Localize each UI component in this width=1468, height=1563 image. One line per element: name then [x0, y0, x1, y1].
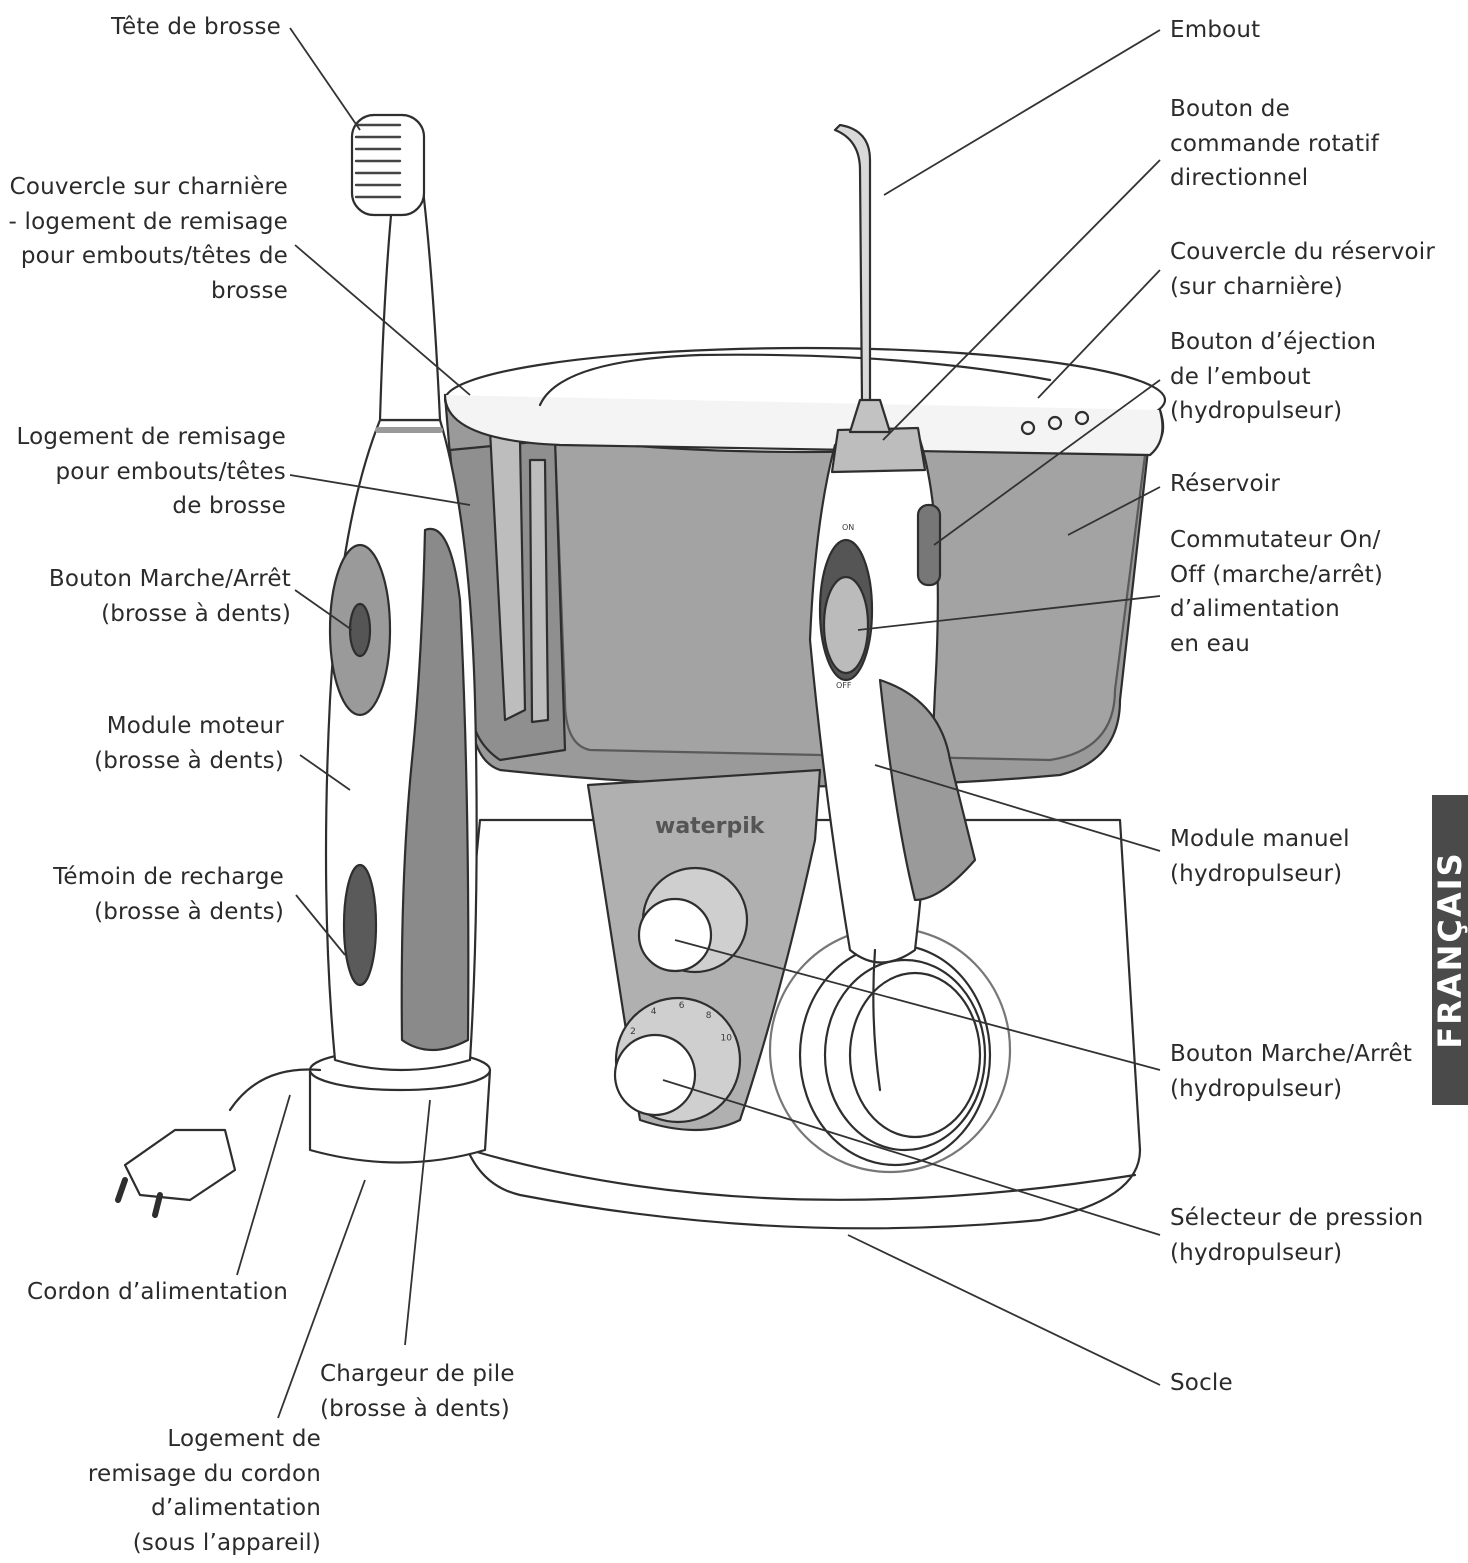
label-motor-module: Module moteur (brosse à dents) — [94, 713, 284, 774]
label-hinged-lid: Couvercle sur charnière - logement de re… — [8, 174, 288, 304]
leader-brush-on-off — [294, 589, 353, 631]
hose — [872, 948, 882, 1092]
base-front-edge — [468, 1148, 1137, 1201]
lid-rim — [443, 393, 1164, 457]
language-tab-label: FRANÇAIS — [1432, 851, 1468, 1049]
leader-motor-module — [299, 754, 351, 791]
label-cord-storage: Logement de remisage du cordon d’aliment… — [87, 1426, 321, 1556]
power-knob — [637, 897, 713, 973]
handle-side-grip — [878, 678, 977, 902]
label-storage: Logement de remisage pour embouts/têtes … — [16, 424, 286, 519]
leader-handle — [874, 764, 1161, 852]
lid-dot-1 — [1020, 420, 1036, 436]
bristles — [354, 123, 402, 199]
dial-mark: 2 — [630, 1027, 636, 1037]
dial-mark: 4 — [651, 1007, 657, 1017]
leader-rotating-knob — [882, 159, 1161, 441]
leader-reservoir — [1067, 486, 1161, 536]
label-rotating-knob: Bouton de commande rotatif directionnel — [1170, 96, 1380, 191]
leader-hinged-lid — [294, 244, 471, 396]
leader-power-cord — [236, 1094, 291, 1276]
leader-water-switch — [857, 595, 1161, 631]
storage-tip-2 — [528, 458, 550, 724]
plug-pin-2 — [152, 1192, 163, 1218]
label-reservoir: Réservoir — [1170, 471, 1281, 497]
brush-head — [350, 113, 426, 217]
charge-indicator — [342, 863, 378, 987]
label-reservoir-lid: Couvercle du réservoir (sur charnière) — [1170, 239, 1436, 300]
brand-logo: waterpik — [655, 814, 766, 839]
plug-pin-1 — [115, 1177, 128, 1203]
leader-tip — [883, 29, 1161, 196]
hose-coil-3 — [848, 971, 982, 1139]
label-water-switch: Commutateur On/ Off (marche/arrêt) d’ali… — [1170, 527, 1383, 657]
power-cord — [228, 1068, 322, 1112]
leader-flosser-on-off — [674, 939, 1161, 1071]
power-plug — [123, 1128, 237, 1202]
label-pressure: Sélecteur de pression (hydropulseur) — [1170, 1205, 1424, 1266]
dial-mark: 8 — [706, 1011, 712, 1021]
leader-battery-charger — [404, 1099, 431, 1346]
off-mark: OFF — [836, 681, 852, 690]
leader-reservoir-lid — [1037, 269, 1161, 399]
brush-grip — [400, 527, 470, 1051]
flosser-tip — [833, 123, 872, 407]
label-base: Socle — [1170, 1370, 1233, 1396]
pressure-dial-marks: 2 4 6 8 10 — [630, 1001, 732, 1043]
leader-eject — [933, 379, 1161, 546]
leader-pressure — [662, 1079, 1161, 1236]
hose-coil-2 — [823, 958, 987, 1152]
dial-mark: 6 — [679, 1001, 685, 1011]
label-charge-indicator: Témoin de recharge (brosse à dents) — [53, 864, 284, 925]
leader-cord-storage — [277, 1179, 366, 1419]
eject-button — [916, 503, 942, 587]
on-mark: ON — [842, 523, 854, 532]
lid-dot-2 — [1047, 415, 1063, 431]
label-tip: Embout — [1170, 17, 1261, 43]
lid-dot-3 — [1074, 410, 1090, 426]
pressure-knob — [613, 1033, 697, 1117]
handle-collar — [830, 426, 927, 474]
label-brush-head: Tête de brosse — [110, 14, 281, 40]
language-tab: FRANÇAIS — [1432, 795, 1468, 1105]
label-battery-charger: Chargeur de pile (brosse à dents) — [320, 1361, 515, 1422]
label-power-cord: Cordon d’alimentation — [26, 1279, 288, 1305]
leader-brush-head — [289, 27, 361, 131]
leader-base — [847, 1234, 1161, 1386]
label-flosser-on-off: Bouton Marche/Arrêt (hydropulseur) — [1170, 1041, 1413, 1102]
dial-mark: 10 — [720, 1034, 732, 1044]
label-brush-on-off: Bouton Marche/Arrêt (brosse à dents) — [48, 566, 291, 627]
label-handle: Module manuel (hydropulseur) — [1170, 826, 1350, 887]
leader-storage — [289, 474, 471, 506]
lid-inner — [538, 353, 1052, 407]
water-switch — [822, 575, 870, 675]
label-eject-button: Bouton d’éjection de l’embout (hydropuls… — [1170, 329, 1377, 424]
brush-on-off-center — [348, 602, 372, 658]
leader-charge-indicator — [295, 894, 346, 956]
